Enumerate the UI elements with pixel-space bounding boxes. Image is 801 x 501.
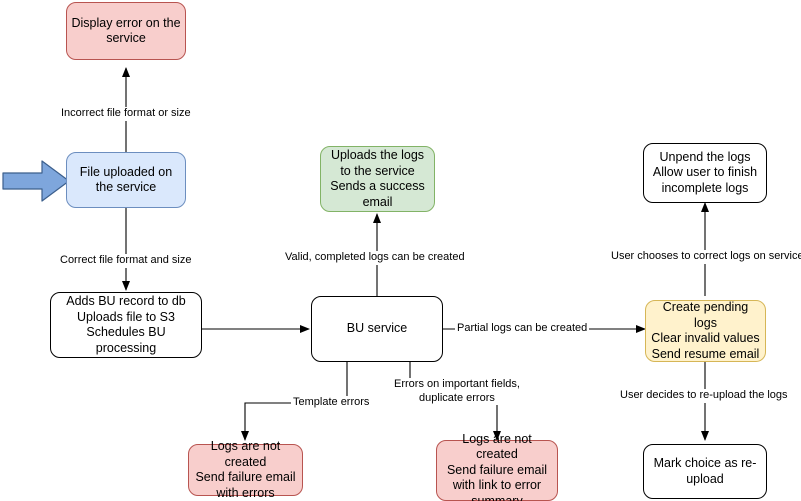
edge-label-valid-logs: Valid, completed logs can be created bbox=[283, 251, 467, 265]
edge-label-correct-format: Correct file format and size bbox=[58, 254, 194, 268]
edge-label-important-errors: Errors on important fields,duplicate err… bbox=[392, 378, 522, 405]
node-mark-choice-reupload[interactable]: Mark choice as re-upload bbox=[643, 444, 767, 499]
node-file-uploaded[interactable]: File uploaded on the service bbox=[66, 152, 186, 208]
node-display-error[interactable]: Display error on the service bbox=[66, 2, 186, 60]
node-bu-service-label: BU service bbox=[346, 321, 408, 336]
edge-label-user-corrects: User chooses to correct logs on service bbox=[609, 250, 801, 264]
edge-label-incorrect-format: Incorrect file format or size bbox=[59, 107, 193, 121]
edge-label-user-reupload: User decides to re-upload the logs bbox=[618, 389, 790, 403]
node-file-uploaded-label: File uploaded on the service bbox=[79, 164, 173, 195]
node-display-error-label: Display error on the service bbox=[71, 15, 181, 46]
edge-label-template-errors: Template errors bbox=[291, 396, 372, 410]
node-mark-choice-reupload-label: Mark choice as re-upload bbox=[653, 456, 757, 486]
entry-block-arrow bbox=[2, 160, 70, 202]
edge-label-partial-logs: Partial logs can be created bbox=[455, 322, 590, 336]
node-bu-service[interactable]: BU service bbox=[311, 296, 443, 362]
